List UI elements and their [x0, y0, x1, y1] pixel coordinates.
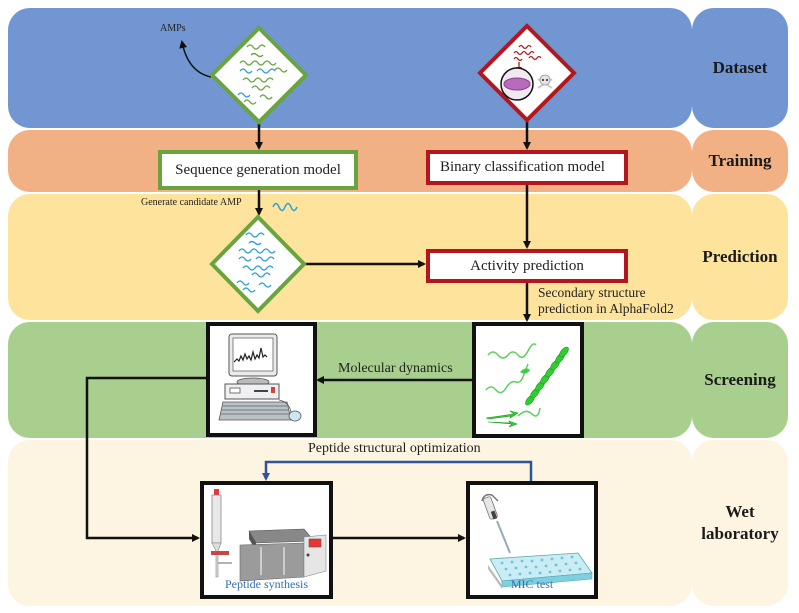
- pipette-microplate-icon: [481, 493, 593, 589]
- sequence-generation-model-box: Sequence generation model: [158, 150, 358, 190]
- molecular-dynamics-label: Molecular dynamics: [338, 361, 453, 376]
- amps-label: AMPs: [160, 23, 186, 34]
- activity-prediction-box: Activity prediction: [426, 249, 628, 283]
- protein-structure-icon: [485, 343, 569, 428]
- sequence-generation-model-label: Sequence generation model: [175, 161, 341, 178]
- stage-label-text: Dataset: [712, 57, 768, 77]
- stage-label-prediction: Prediction: [692, 194, 788, 320]
- molecular-dynamics-computer-box: [206, 322, 317, 437]
- secondary-structure-line1: Secondary structure: [538, 285, 646, 300]
- skull-crossbones-icon: [537, 74, 553, 89]
- band-dataset: [8, 8, 692, 128]
- candidate-peptides-diamond: [209, 214, 307, 314]
- protein-structure-box: [472, 322, 584, 438]
- peptide-structural-optimization-label: Peptide structural optimization: [308, 441, 481, 456]
- peptide-synthesis-label: Peptide synthesis: [225, 577, 308, 591]
- stage-label-text: Training: [708, 150, 772, 170]
- binary-classification-model-box: Binary classification model: [426, 150, 628, 185]
- toxic-peptides-icon: [513, 44, 542, 62]
- secondary-structure-label: Secondary structure prediction in AlphaF…: [538, 285, 674, 317]
- binary-classification-model-label: Binary classification model: [440, 159, 605, 175]
- mic-test-box: MIC test: [466, 481, 598, 599]
- peptide-synthesis-box: Peptide synthesis: [200, 481, 333, 599]
- stage-label-training: Training: [692, 130, 788, 192]
- secondary-structure-line2: prediction in AlphaFold2: [538, 301, 674, 317]
- stage-label-text: Screening: [704, 369, 776, 389]
- amps-curve-arrow: [179, 40, 212, 78]
- stage-label-dataset: Dataset: [692, 8, 788, 128]
- computer-icon: [218, 333, 301, 421]
- peptide-sequences-icon: [237, 44, 288, 105]
- stage-label-screening: Screening: [692, 322, 788, 438]
- bacteria-icon: [500, 67, 534, 101]
- stage-label-text: Prediction: [702, 246, 778, 266]
- arrow-md-to-synthesis: [85, 376, 206, 542]
- peptide-sequences-icon: [236, 232, 276, 293]
- stage-label-wet-laboratory: Wet laboratory: [692, 440, 788, 606]
- bacteria-dataset-diamond: [477, 23, 577, 123]
- candidate-amp-wave-icon: [272, 202, 298, 212]
- arrow-optimization-feedback: [262, 460, 533, 481]
- peptide-synthesizer-icon: [211, 489, 327, 582]
- stage-label-text: Wet laboratory: [701, 501, 779, 543]
- amp-dataset-diamond: [209, 25, 309, 125]
- generate-candidate-amp-label: Generate candidate AMP: [141, 197, 242, 208]
- activity-prediction-label: Activity prediction: [470, 257, 584, 274]
- mic-test-label: MIC test: [510, 577, 554, 591]
